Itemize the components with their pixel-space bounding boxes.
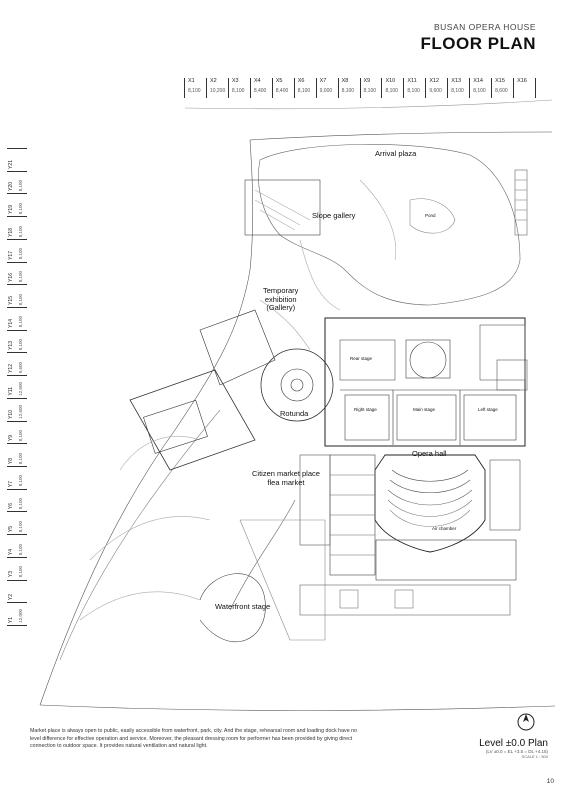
grid-x-label: X4 xyxy=(253,78,261,84)
grid-x-cell: X2 10,200 xyxy=(205,78,228,98)
grid-x-label: X1 xyxy=(188,78,195,84)
grid-x-cell: X1 8,100 xyxy=(184,78,206,98)
grid-x-cell: X6 8,100 xyxy=(293,78,316,98)
label-waterfront-stage: Waterfront stage xyxy=(215,602,271,611)
grid-x-dimension: 8,100 xyxy=(385,88,398,94)
sheet-title: FLOOR PLAN xyxy=(420,34,536,53)
grid-x-label: X7 xyxy=(319,78,327,84)
grid-x-cell: X3 8,100 xyxy=(227,78,250,98)
grid-y-cell: Y21 xyxy=(7,147,27,172)
title-block: BUSAN OPERA HOUSE FLOOR PLAN xyxy=(421,22,537,54)
grid-x-cell: X8 8,100 xyxy=(337,78,360,98)
plan-description: Market place is always open to public, e… xyxy=(30,728,358,750)
label-opera-hall: Opera hall xyxy=(412,449,447,458)
grid-x-cell: X14 8,100 xyxy=(469,78,491,98)
label-rotunda: Rotunda xyxy=(280,409,309,418)
grid-x-dimension: 8,400 xyxy=(275,88,289,94)
grid-x-label: X13 xyxy=(451,78,462,84)
grid-x-cell: X15 8,600 xyxy=(491,78,513,98)
grid-x-dimension: 8,100 xyxy=(341,88,355,94)
label-arrival-plaza: Arrival plaza xyxy=(375,149,417,158)
grid-x-label: X6 xyxy=(297,78,305,84)
grid-x-label: X5 xyxy=(275,78,283,84)
level-title: Level ±0.0 Plan xyxy=(479,738,548,749)
grid-x-label: X8 xyxy=(341,78,349,84)
grid-x-cell: X7 9,000 xyxy=(315,78,338,98)
grid-x-label: X16 xyxy=(517,78,527,84)
label-slope-gallery: Slope gallery xyxy=(312,211,356,220)
north-arrow-icon xyxy=(517,713,535,731)
grid-x-cell: X11 8,100 xyxy=(403,78,425,98)
grid-x-dimension: 8,100 xyxy=(473,88,486,94)
grid-x-cell: X10 8,100 xyxy=(381,78,403,98)
grid-x-dimension: 9,600 xyxy=(429,88,442,94)
grid-x-dimension: 8,100 xyxy=(231,88,245,94)
grid-x-label: X15 xyxy=(495,78,505,84)
grid-y-cell: Y2 xyxy=(7,581,27,604)
label-rear-stage: Rear stage xyxy=(350,356,373,361)
grid-x-cell: X4 8,400 xyxy=(249,78,272,98)
grid-x-dimension: 8,100 xyxy=(363,88,377,94)
grid-x-dimension: 8,100 xyxy=(451,88,464,94)
grid-x-cell: X9 8,100 xyxy=(359,78,382,98)
grid-x-cell: X12 9,600 xyxy=(425,78,447,98)
label-temporary-exhibition: Temporary exhibition (Gallery) xyxy=(263,286,299,313)
label-main-stage: Main stage xyxy=(413,407,436,412)
scale-note: SCALE 1 : 500 xyxy=(521,754,548,759)
grid-x-cell: X5 8,400 xyxy=(271,78,294,98)
grid-x-dimension: 8,400 xyxy=(253,88,267,94)
grid-x-dimension: 8,100 xyxy=(297,88,311,94)
grid-x-label: X2 xyxy=(209,78,217,84)
grid-x-label: X3 xyxy=(231,78,239,84)
grid-x-dimension: 10,200 xyxy=(209,88,226,94)
label-citizen-market: Citizen market place flea market xyxy=(252,469,320,487)
grid-x-label: X10 xyxy=(385,78,396,84)
level-datum: (LV ±0.0 = EL +3.5 = DL +4.15) xyxy=(485,749,548,754)
grid-x-label: X12 xyxy=(429,78,440,84)
project-name: BUSAN OPERA HOUSE xyxy=(433,22,536,32)
label-right-stage: Right stage xyxy=(354,407,377,412)
grid-x-dimension: 8,100 xyxy=(407,88,420,94)
grid-x-dimension: 9,000 xyxy=(319,88,333,94)
grid-x-label: X11 xyxy=(407,78,417,84)
grid-x-cell: X13 8,100 xyxy=(447,78,469,98)
label-left-stage: Left stage xyxy=(478,407,498,412)
level-block: Level ±0.0 Plan (LV ±0.0 = EL +3.5 = DL … xyxy=(479,738,548,759)
label-air-chamber: Air chamber xyxy=(432,526,457,531)
grid-x-dimension: 8,600 xyxy=(495,88,508,94)
page-number: 10 xyxy=(546,778,554,785)
grid-x-dimension: 8,100 xyxy=(188,88,201,94)
label-pond: Pond xyxy=(425,213,436,218)
grid-x-label: X9 xyxy=(363,78,371,84)
x-grid-axis: X1 8,100 X2 10,200 X3 8,100 X4 8,400 X5 8,400 X6 8,… xyxy=(184,78,536,98)
grid-x-cell: X16 xyxy=(513,78,536,98)
grid-x-label: X14 xyxy=(473,78,483,84)
